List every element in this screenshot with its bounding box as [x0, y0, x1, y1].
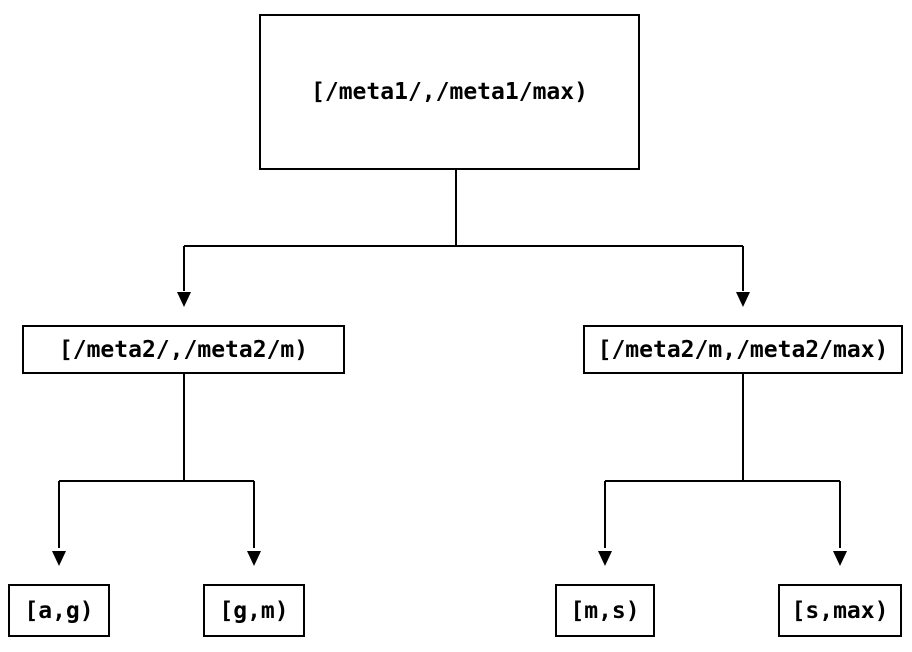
arrowhead-down-left-mid-icon	[177, 292, 191, 307]
node-leaf-gm-label: [g,m)	[219, 597, 289, 624]
arrowhead-down-leaf-gm-icon	[247, 551, 261, 566]
node-leaf-ms: [m,s)	[555, 584, 655, 637]
node-left-mid-label: [/meta2/,/meta2/m)	[58, 336, 309, 363]
node-right-mid: [/meta2/m,/meta2/max)	[583, 325, 903, 374]
arrowhead-down-leaf-ag-icon	[52, 551, 66, 566]
node-leaf-ag: [a,g)	[8, 584, 110, 637]
node-leaf-ms-label: [m,s)	[570, 597, 640, 624]
node-leaf-smax: [s,max)	[778, 584, 902, 637]
node-leaf-gm: [g,m)	[203, 584, 305, 637]
node-leaf-ag-label: [a,g)	[24, 597, 94, 624]
arrowhead-down-leaf-smax-icon	[833, 551, 847, 566]
node-right-mid-label: [/meta2/m,/meta2/max)	[597, 336, 889, 363]
node-left-mid: [/meta2/,/meta2/m)	[22, 325, 345, 374]
arrowhead-down-right-mid-icon	[736, 292, 750, 307]
node-leaf-smax-label: [s,max)	[791, 597, 889, 624]
node-root-label: [/meta1/,/meta1/max)	[311, 79, 588, 105]
arrowhead-down-leaf-ms-icon	[598, 551, 612, 566]
node-root: [/meta1/,/meta1/max)	[259, 14, 640, 170]
